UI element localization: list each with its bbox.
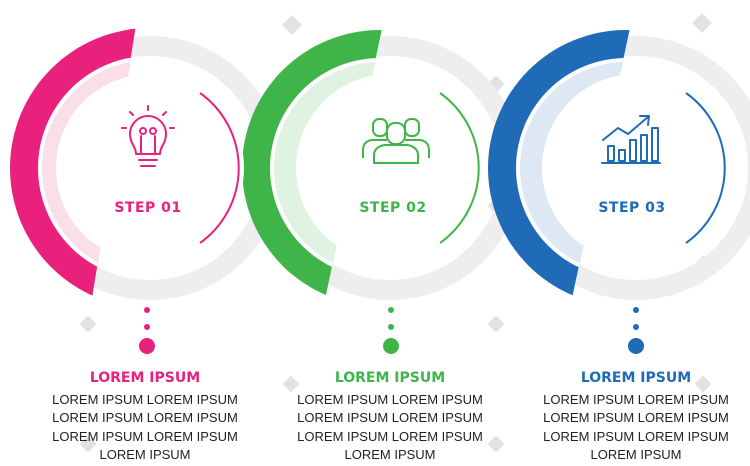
step-2-label: STEP 02 xyxy=(359,200,427,216)
step-1-description: LOREM IPSUM LOREM IPSUM LOREM IPSUM LORE… xyxy=(30,391,260,465)
description-line: LOREM IPSUM xyxy=(590,447,682,463)
step-2-arc xyxy=(439,92,480,244)
step-3-description: LOREM IPSUM LOREM IPSUM LOREM IPSUM LORE… xyxy=(521,391,750,465)
step-1-arc xyxy=(199,92,240,244)
description-line: LOREM IPSUM LOREM IPSUM xyxy=(543,428,729,444)
lightbulb-icon xyxy=(121,105,175,167)
step-3-disc xyxy=(542,74,730,262)
description-line: LOREM IPSUM LOREM IPSUM xyxy=(543,392,729,407)
step-2-heading: LOREM IPSUM xyxy=(334,370,446,386)
description-line: LOREM IPSUM LOREM IPSUM xyxy=(297,392,483,407)
step-3-arc xyxy=(685,92,726,244)
step-1-connector xyxy=(139,307,155,354)
step-2-description: LOREM IPSUM LOREM IPSUM LOREM IPSUM LORE… xyxy=(275,391,505,465)
description-line: LOREM IPSUM LOREM IPSUM xyxy=(52,410,238,426)
step-3-heading: LOREM IPSUM xyxy=(580,370,692,386)
description-line: LOREM IPSUM LOREM IPSUM xyxy=(543,410,729,426)
step-3-connector xyxy=(628,307,644,354)
description-line: LOREM IPSUM LOREM IPSUM xyxy=(297,410,483,426)
growth-chart-icon xyxy=(601,115,661,164)
description-line: LOREM IPSUM xyxy=(344,447,436,463)
description-line: LOREM IPSUM LOREM IPSUM xyxy=(297,428,483,444)
step-3-label: STEP 03 xyxy=(598,200,666,216)
step-2-disc xyxy=(296,74,484,262)
description-line: LOREM IPSUM xyxy=(99,447,191,463)
step-1-heading: LOREM IPSUM xyxy=(89,370,201,386)
step-1-label: STEP 01 xyxy=(114,200,182,216)
step-1-disc xyxy=(56,74,244,262)
team-icon xyxy=(362,118,430,164)
description-line: LOREM IPSUM LOREM IPSUM xyxy=(52,392,238,407)
description-line: LOREM IPSUM LOREM IPSUM xyxy=(52,428,238,444)
step-2-connector xyxy=(383,307,399,354)
